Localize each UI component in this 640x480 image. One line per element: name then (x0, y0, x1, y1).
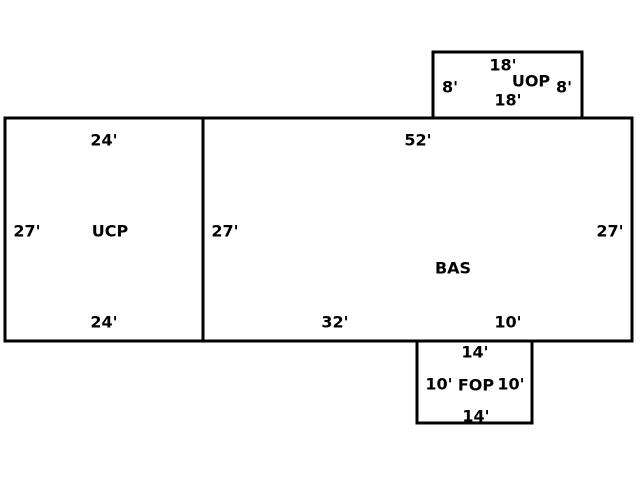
uop-label: UOP (512, 72, 551, 91)
bas-bottom-right-dimension: 10' (494, 313, 521, 332)
uop-left-dimension: 8' (442, 78, 458, 97)
bas-bottom-left-dimension: 32' (321, 313, 348, 332)
bas-area (201, 116, 634, 343)
ucp-bottom-dimension: 24' (90, 313, 117, 332)
ucp-top-dimension: 24' (90, 131, 117, 150)
bas-label: BAS (435, 259, 471, 278)
uop-area (431, 50, 584, 120)
bas-left-dimension: 27' (211, 222, 238, 241)
fop-right-dimension: 10' (497, 375, 524, 394)
fop-bottom-dimension: 14' (462, 407, 489, 426)
bas-right-dimension: 27' (596, 222, 623, 241)
bas-top-dimension: 52' (404, 131, 431, 150)
fop-area (415, 339, 534, 425)
uop-right-dimension: 8' (556, 78, 572, 97)
fop-label: FOP (458, 376, 495, 395)
ucp-label: UCP (92, 222, 129, 241)
ucp-left-dimension: 27' (13, 222, 40, 241)
uop-top-dimension: 18' (489, 56, 516, 75)
fop-left-dimension: 10' (425, 375, 452, 394)
fop-top-dimension: 14' (461, 343, 488, 362)
uop-bottom-dimension: 18' (494, 91, 521, 110)
